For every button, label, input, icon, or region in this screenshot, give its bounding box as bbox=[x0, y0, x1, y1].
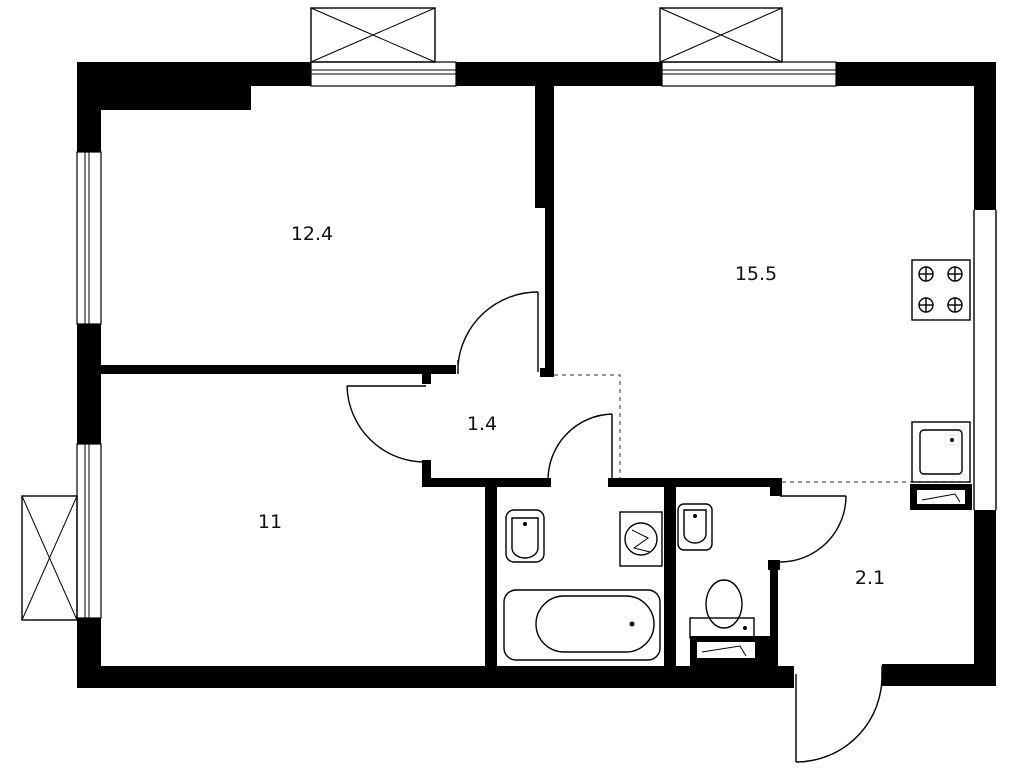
door-bedroom-top bbox=[457, 291, 539, 374]
room-area-entry: 2.1 bbox=[855, 567, 885, 589]
bathtub-icon bbox=[503, 589, 661, 661]
window-top-left bbox=[310, 61, 457, 87]
stove-icon bbox=[911, 259, 971, 321]
kitchen-sink-icon bbox=[911, 421, 971, 483]
window-left-upper bbox=[76, 151, 102, 325]
ac-unit-top-right bbox=[659, 7, 783, 63]
washbasin-toilet-icon bbox=[677, 503, 713, 551]
window-top-right bbox=[661, 61, 837, 87]
room-area-bedroom-top: 12.4 bbox=[291, 223, 333, 245]
toilet-icon bbox=[689, 579, 770, 666]
washing-machine-icon bbox=[619, 511, 663, 567]
shoe-cabinet-icon bbox=[910, 484, 972, 510]
room-area-kitchen-living: 15.5 bbox=[735, 263, 777, 285]
door-bedroom-bottom bbox=[346, 385, 427, 463]
zone-boundaries bbox=[554, 374, 974, 483]
ac-unit-top-left bbox=[310, 7, 436, 63]
door-entrance bbox=[795, 666, 883, 763]
exterior-walls bbox=[77, 62, 996, 688]
ac-unit-left bbox=[21, 495, 78, 621]
washbasin-bath-icon bbox=[505, 509, 545, 563]
door-bathroom bbox=[547, 413, 613, 484]
right-wall-thin bbox=[973, 210, 997, 510]
door-toilet bbox=[779, 495, 847, 563]
window-left-lower bbox=[76, 443, 102, 619]
room-area-bedroom-bottom: 11 bbox=[258, 511, 282, 533]
interior-walls bbox=[101, 86, 890, 688]
room-area-hall: 1.4 bbox=[467, 413, 497, 435]
